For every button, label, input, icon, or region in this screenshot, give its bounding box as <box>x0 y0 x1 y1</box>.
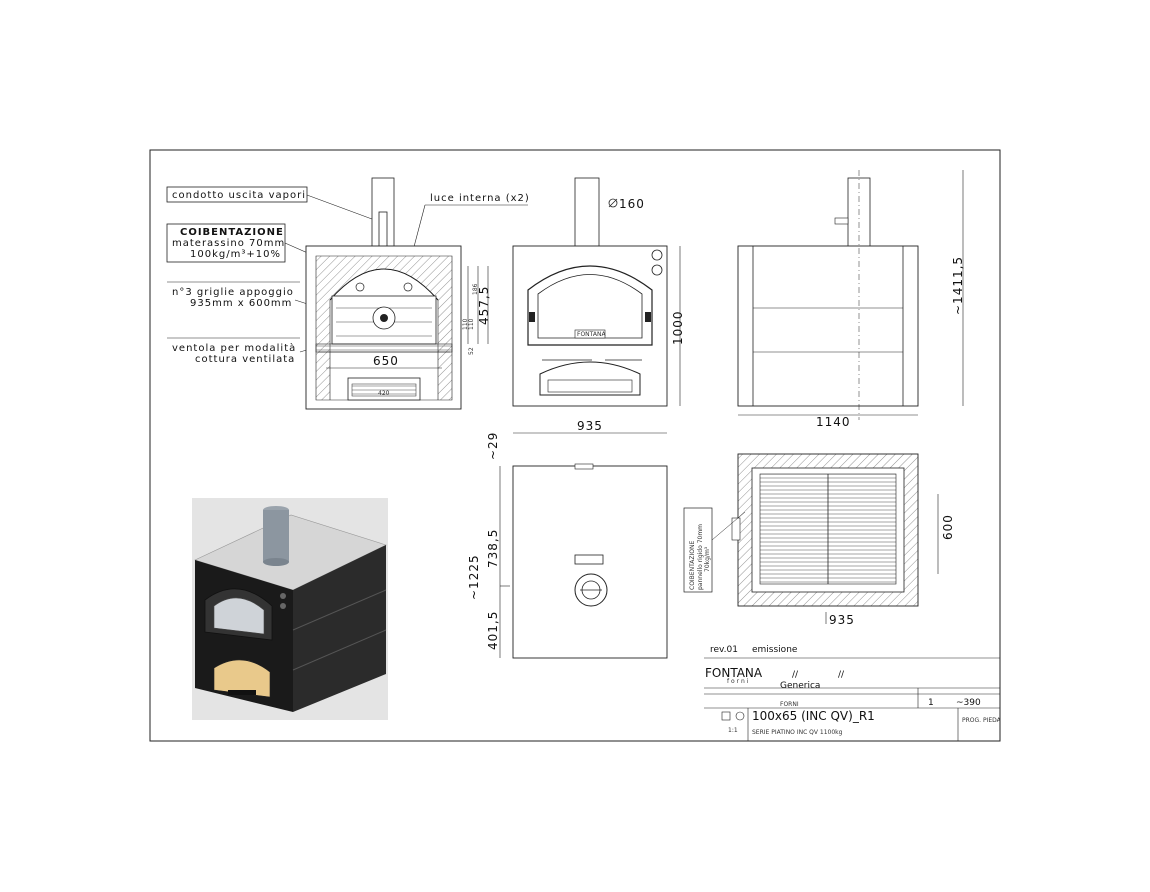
oven-3d-render <box>192 498 388 720</box>
svg-text:~1225: ~1225 <box>467 554 481 600</box>
svg-text:110: 110 <box>468 318 475 330</box>
svg-text:emissione: emissione <box>752 645 798 655</box>
svg-text:738,5: 738,5 <box>486 529 500 568</box>
section-view: 650 420 110 110 186 457,5 52 <box>305 177 491 410</box>
svg-text:70kg/m³: 70kg/m³ <box>704 546 711 572</box>
door-badge <box>574 329 606 339</box>
svg-text:cottura ventilata: cottura ventilata <box>195 354 295 365</box>
title-block: rev.01 emissione FONTANA f o r n i Gener… <box>704 645 1002 741</box>
svg-text:1:1: 1:1 <box>728 727 738 734</box>
svg-text:ventola per modalità: ventola per modalità <box>172 342 296 354</box>
svg-text:SERIE PIATINO INC QV 1100kg: SERIE PIATINO INC QV 1100kg <box>752 729 843 736</box>
svg-text:~29: ~29 <box>486 432 500 460</box>
svg-text:pannello rigido 70mm: pannello rigido 70mm <box>697 524 704 590</box>
diameter-icon <box>608 198 618 208</box>
svg-text://: // <box>838 670 845 680</box>
plan-section: 600 935 COIBENTAZIONE pannello rigido 70… <box>683 453 955 627</box>
svg-text:COIBENTAZIONE: COIBENTAZIONE <box>689 541 696 590</box>
svg-text:935mm x 600mm: 935mm x 600mm <box>190 298 292 309</box>
svg-text:Generica: Generica <box>780 681 820 691</box>
svg-text:401,5: 401,5 <box>486 611 500 650</box>
svg-text:materassino 70mm: materassino 70mm <box>172 238 285 249</box>
svg-text:100x65 (INC QV)_R1: 100x65 (INC QV)_R1 <box>752 709 875 723</box>
svg-text:650: 650 <box>373 354 399 368</box>
svg-text:935: 935 <box>829 613 855 627</box>
svg-text:~390: ~390 <box>956 698 981 708</box>
svg-text:600: 600 <box>941 514 955 540</box>
svg-text:~1411,5: ~1411,5 <box>951 256 965 315</box>
svg-text:condotto uscita vapori: condotto uscita vapori <box>172 190 306 201</box>
projection-symbol-icon <box>721 711 745 721</box>
svg-text:1140: 1140 <box>816 415 851 429</box>
side-view: ~1411,5 1140 <box>737 170 965 429</box>
front-view: 160 FONTANA 1000 935 <box>512 177 685 434</box>
svg-text://: // <box>792 670 799 680</box>
svg-text:luce interna (x2): luce interna (x2) <box>430 193 530 204</box>
svg-text:100kg/m³+10%: 100kg/m³+10% <box>190 249 281 260</box>
label-coibentazione: COIBENTAZIONE materassino 70mm 100kg/m³+… <box>166 223 336 266</box>
svg-text:COIBENTAZIONE: COIBENTAZIONE <box>180 227 284 238</box>
svg-text:110: 110 <box>462 318 469 330</box>
svg-text:186: 186 <box>472 283 479 295</box>
svg-text:1000: 1000 <box>671 310 685 345</box>
svg-text:FORNI: FORNI <box>780 701 799 708</box>
top-view: ~29 ~1225 738,5 401,5 <box>467 432 668 659</box>
svg-text:FONTANA: FONTANA <box>577 331 606 338</box>
svg-text:f o r n i: f o r n i <box>727 678 749 685</box>
svg-text:FONTANA: FONTANA <box>705 666 763 680</box>
svg-text:935: 935 <box>577 419 603 433</box>
svg-text:457,5: 457,5 <box>477 286 491 325</box>
svg-text:n°3 griglie appoggio: n°3 griglie appoggio <box>172 287 294 298</box>
label-condotto: condotto uscita vapori <box>166 186 381 223</box>
svg-text:52: 52 <box>468 347 475 355</box>
svg-text:rev.01: rev.01 <box>710 645 738 655</box>
svg-text:420: 420 <box>378 390 390 397</box>
svg-text:160: 160 <box>619 197 645 211</box>
label-side-coibentazione: COIBENTAZIONE pannello rigido 70mm 70kg/… <box>683 507 746 593</box>
svg-text:PROG. PIEDA: PROG. PIEDA <box>962 717 1002 724</box>
svg-text:1: 1 <box>928 698 934 708</box>
